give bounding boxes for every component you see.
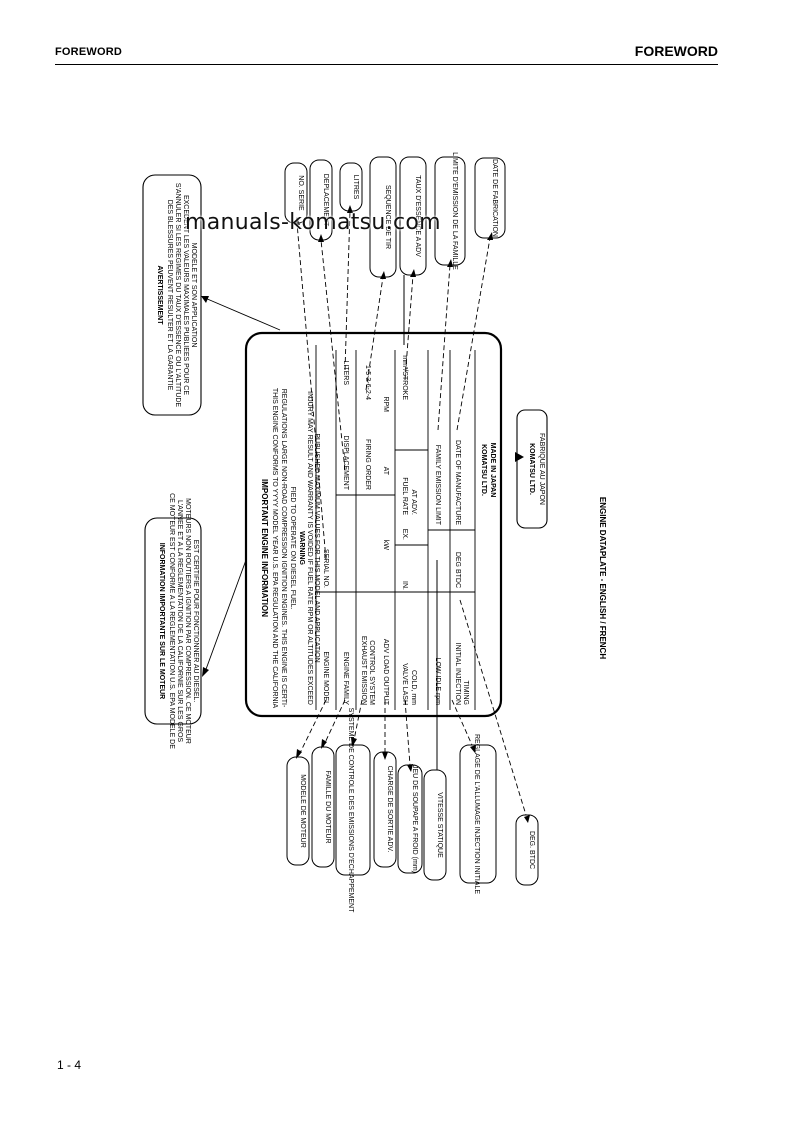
label-taux-essence: TAUX D'ESSENCE A ADV — [414, 175, 421, 257]
plate-liters: LITERS — [342, 360, 349, 385]
plate-kw: kW — [382, 540, 389, 551]
french-right-line-1: DES BLESSURES PEUVENT RESULTER ET LA GAR… — [166, 200, 173, 391]
plate-at-adv: AT ADV. — [410, 489, 417, 515]
plate-intro-2: REGULATIONS LARGE NON-ROAD COMPRESSION I… — [280, 389, 287, 708]
plate-fuel-rate: FUEL RATE — [401, 477, 408, 515]
plate-deg-btdc: DEG BTDC — [454, 552, 461, 588]
header-rule — [55, 64, 718, 65]
label-limite-emission: LIMITE D'EMISSION DE LA FAMILLE — [451, 152, 458, 270]
french-left-line-2: L'ANNEE ET A LA REGLEMENTATION DE LA CAL… — [176, 500, 183, 742]
french-right-line-4: MODELE ET SON APPLICATION — [190, 243, 197, 348]
plate-cold: COLD, mm — [410, 670, 417, 705]
plate-maker: KOMATSU LTD. — [480, 444, 487, 496]
french-left-arrowhead — [202, 667, 209, 677]
label-systeme-controle: SYSTEME DE CONTROLE DES EMISSIONS D'ECHA… — [347, 708, 354, 913]
french-left-box — [144, 517, 202, 725]
plate-valve-lash: VALVE LASH — [401, 663, 408, 705]
plate-engine-family: ENGINE FAMILY — [342, 652, 349, 705]
small-box-line1: KOMATSU LTD. — [528, 443, 535, 495]
french-right-arrowhead — [201, 296, 209, 303]
label-date-fabrication: DATE DE FABRICATION — [491, 159, 498, 237]
small-box-line2: FABRIQUE AU JAPON — [538, 433, 545, 505]
watermark: manuals-komatsu.com — [185, 210, 441, 235]
page-number: 1 - 4 — [57, 1058, 82, 1072]
plate-warning-1: INJURY MAY RESULT AND WARRANTY IS VOIDED… — [306, 391, 313, 705]
plate-initial-injection: INITIAL INJECTION — [454, 643, 461, 705]
solid-leaders — [403, 275, 438, 770]
plate-made-in: MADE IN JAPAN — [489, 443, 496, 498]
plate-warning-2: PUBLISHED MAXIMUM VALUES FOR THIS MODEL … — [313, 433, 320, 662]
label-deplacement: DEPLACEMENT — [322, 174, 329, 227]
plate-warning-title: WARNING — [298, 531, 305, 565]
plate-exhaust-emission: EXHAUST EMISSION — [360, 636, 367, 705]
plate-serial-no: SERIAL NO. — [322, 549, 329, 588]
label-vitesse-statique: VITESSE STATIQUE — [436, 792, 443, 858]
french-right-box — [142, 174, 202, 416]
plate-title: IMPORTANT ENGINE INFORMATION — [260, 479, 269, 617]
plate-intro-3: FIED TO OPERATE ON DIESEL FUEL. — [289, 486, 296, 609]
french-left-title: INFORMATION IMPORTANTE SUR LE MOTEUR — [158, 543, 165, 699]
plate-adv-load-output: ADV LOAD OUTPUT — [382, 639, 389, 706]
plate-in: IN. — [401, 581, 408, 590]
french-right-title: AVERTISSEMENT — [156, 266, 163, 326]
plate-at: AT — [382, 467, 389, 476]
plate-firing-value: 1-5-3-6-2-4 — [364, 365, 371, 400]
french-left-line-3: MOTEURS NON ROUTIERS A IGNITION PAR COMP… — [184, 498, 191, 744]
label-famille-du-moteur: FAMILLE DU MOTEUR — [324, 770, 331, 843]
label-charge-de-sortie: CHARGE DE SORTIE ADV. — [386, 766, 393, 853]
plate-rows: ENGINE MODEL SERIAL NO. ENGINE FAMILY DI… — [322, 355, 496, 705]
french-left-line-4: EST CERTIFIE POUR FONCTIONNER AU DIESEL. — [192, 540, 199, 703]
dataplate-frame — [244, 331, 503, 718]
french-left-line-1: CE MOTEUR EST CONFORME A LA REGLEMENTATI… — [168, 493, 175, 749]
label-deg-btdc: DEG. BTDC — [528, 831, 535, 869]
label-sequence-de-tir: SEQUENCE DE TIR — [384, 185, 391, 249]
plate-family-emission-limit: FAMILY EMISSION LIMIT — [434, 445, 441, 526]
label-litres: LITRES — [352, 175, 359, 200]
dataplate-grid — [315, 345, 476, 710]
header-right-title: FOREWORD — [634, 43, 718, 59]
figure-caption: ENGINE DATAPLATE - ENGLISH / FRENCH — [598, 497, 607, 659]
label-modele-de-moteur: MODELE DE MOTEUR — [299, 774, 306, 848]
plate-firing-order: FIRING ORDER — [364, 439, 371, 490]
leader-arrowheads — [294, 205, 530, 823]
french-box-leaders — [204, 297, 281, 673]
french-right-line-3: EXCEDENT LES VALEURS MAXIMALES PUBLIEES … — [182, 195, 189, 395]
plate-date-of-manufacture: DATE OF MANUFACTURE — [454, 440, 461, 525]
french-right-line-2: S'ANNULER SI LES REGIMES DU TAUX D'ESSEN… — [174, 183, 181, 408]
small-box — [516, 409, 548, 529]
header-left-title: FOREWORD — [55, 46, 122, 58]
plate-engine-model: ENGINE MODEL — [322, 651, 329, 705]
plate-ex: EX. — [401, 529, 408, 540]
plate-title-group: IMPORTANT ENGINE INFORMATION THIS ENGINE… — [260, 388, 320, 709]
plate-displacement: DISPLACEMENT — [342, 436, 349, 491]
plate-intro-1: THIS ENGINE CONFORMS TO YYYY MODEL YEAR … — [271, 388, 278, 709]
small-box-arrow — [515, 452, 524, 462]
dashed-leaders — [296, 210, 527, 816]
plate-rpm: RPM — [382, 396, 389, 412]
plate-mm-stroke: mm³/STROKE — [401, 355, 408, 400]
plate-timing: TIMING — [462, 681, 469, 706]
label-jeu-de-soupape: JEU DE SOUPAPE A FROID (mm) — [411, 765, 418, 873]
label-no-serie: NO. SERIE — [297, 175, 304, 211]
label-reglage-allumage: REGLAGE DE L'ALLUMAGE INJECTION INITIALE — [473, 734, 480, 894]
plate-control-system: CONTROL SYSTEM — [368, 640, 375, 705]
